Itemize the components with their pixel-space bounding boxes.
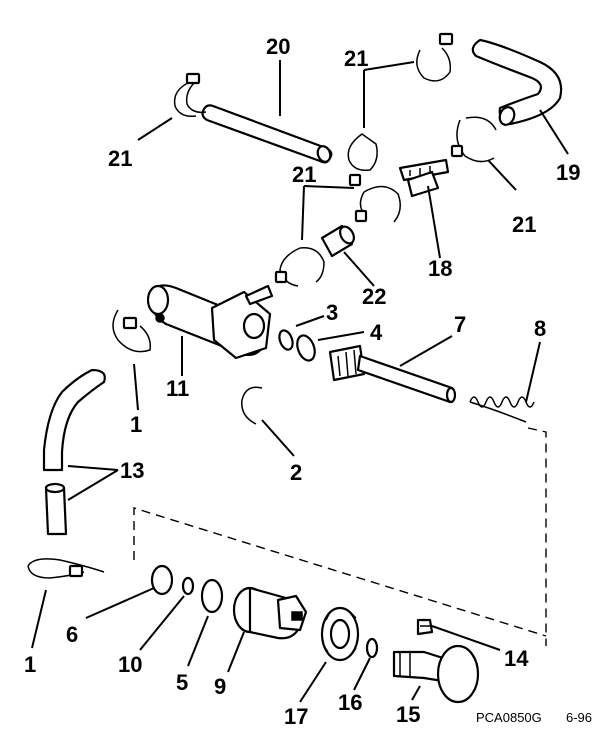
label-21-b: 21 (344, 46, 368, 71)
label-11: 11 (166, 376, 189, 401)
part-21-clamp-mid-a (354, 185, 401, 223)
part-17-nut (320, 606, 360, 662)
label-19: 19 (556, 160, 580, 185)
part-2-retaining-ring (241, 386, 263, 425)
part-14-screw (416, 618, 434, 636)
part-6-washer (150, 564, 174, 596)
label-21-a: 21 (108, 146, 132, 171)
part-10-o-ring (181, 576, 195, 596)
label-16: 16 (338, 690, 362, 715)
part-22-sleeve (320, 224, 355, 258)
label-9: 9 (214, 674, 226, 699)
label-21-c: 21 (292, 162, 316, 187)
part-20-hose (201, 104, 333, 164)
label-3: 3 (326, 300, 338, 325)
label-22: 22 (362, 284, 386, 309)
part-18-tee-fitting (398, 158, 450, 198)
label-15: 15 (396, 702, 420, 727)
label-7: 7 (454, 312, 466, 337)
label-14: 14 (504, 646, 529, 671)
label-13: 13 (120, 458, 144, 483)
label-2: 2 (290, 460, 302, 485)
part-9-solenoid-housing (232, 586, 308, 640)
part-1-clamp-upper (112, 309, 152, 353)
label-21-d: 21 (512, 212, 536, 237)
label-18: 18 (428, 256, 452, 281)
part-3-o-ring (278, 329, 294, 351)
assembly-lines (133, 427, 547, 646)
label-1-upper: 1 (130, 412, 142, 437)
callout-labels: 20 21 21 21 21 19 18 22 11 3 4 7 8 1 13 … (24, 34, 580, 729)
label-10: 10 (118, 652, 142, 677)
part-15-primer-knob (392, 644, 480, 704)
label-4: 4 (370, 320, 383, 345)
part-7-plunger (328, 344, 457, 404)
part-13-hose-elbow (42, 368, 106, 472)
part-21-clamp-left (173, 72, 207, 118)
label-5: 5 (176, 670, 188, 695)
figure-date: 6-96 (566, 710, 592, 725)
part-21-clamp-top-a (347, 133, 378, 187)
part-4-o-ring (296, 334, 316, 362)
label-17: 17 (284, 704, 308, 729)
part-16-o-ring (365, 637, 379, 659)
part-13-hose-short (44, 482, 68, 536)
figure-code: PCA0850G (476, 710, 542, 725)
label-8: 8 (534, 316, 546, 341)
part-21-clamp-top-b (416, 32, 454, 82)
part-19-elbow-hose (471, 38, 563, 126)
part-1-tie-strap (27, 558, 105, 579)
label-20: 20 (266, 34, 290, 59)
label-1-lower: 1 (24, 652, 36, 677)
part-11-valve-body (146, 284, 274, 360)
part-21-clamp-mid-b (274, 247, 325, 287)
label-6: 6 (66, 622, 78, 647)
figure-footer: PCA0850G 6-96 (476, 710, 592, 725)
part-5-o-ring (200, 578, 224, 614)
part-21-clamp-right (450, 116, 497, 163)
part-8-spring (469, 396, 535, 423)
leader-lines (31, 60, 569, 703)
